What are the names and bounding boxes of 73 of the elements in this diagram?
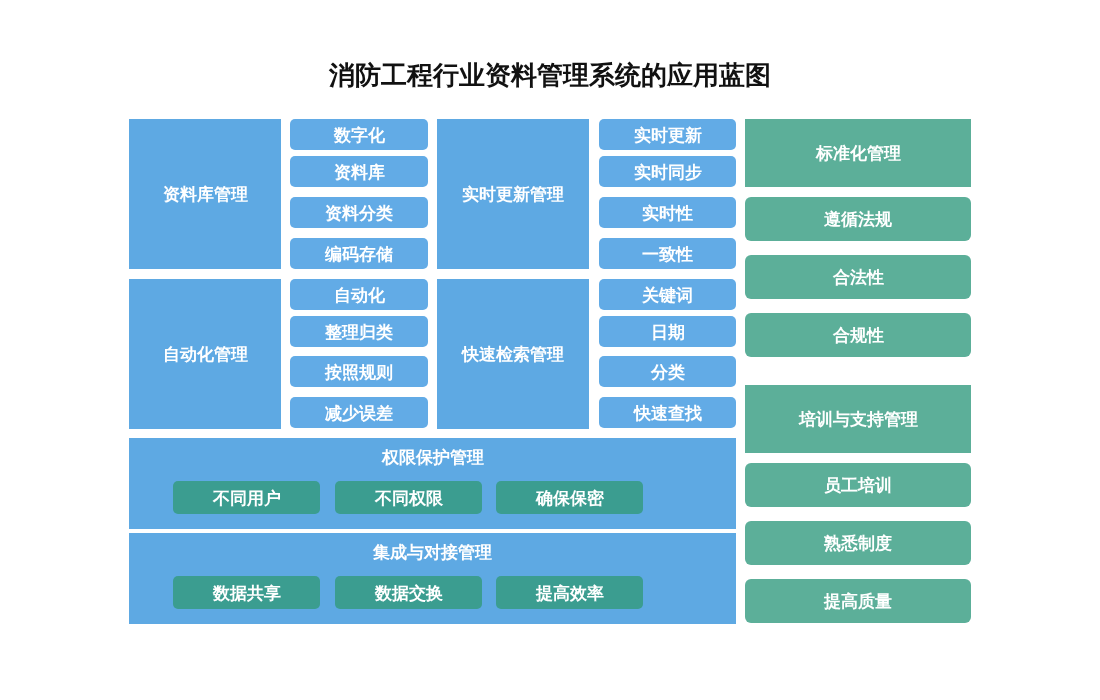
- feature-tag: [173, 576, 320, 609]
- feature-tag: [745, 521, 971, 565]
- label-text: 关键词: [641, 283, 694, 306]
- feature-tag: [290, 197, 428, 228]
- label-text: 快速查找: [632, 401, 703, 424]
- feature-tag: [173, 481, 320, 514]
- feature-tag: [290, 238, 428, 269]
- feature-tag: [599, 397, 736, 428]
- feature-tag: [335, 481, 482, 514]
- feature-tag: [496, 576, 643, 609]
- label-text: 不同用户: [211, 486, 282, 509]
- feature-tag: [290, 279, 428, 310]
- label-text: 资料分类: [324, 201, 394, 224]
- feature-tag: [599, 156, 736, 187]
- band-heading: 权限保护管理: [380, 446, 485, 469]
- label-text: 自动化管理: [161, 343, 249, 365]
- label-text: 熟悉制度: [823, 532, 893, 554]
- feature-tag: [290, 156, 428, 187]
- category-band: [129, 438, 736, 529]
- category-panel: [129, 119, 281, 269]
- label-text: 自动化: [332, 283, 386, 306]
- label-text: 实时更新管理: [461, 183, 565, 205]
- label-text: 减少误差: [324, 401, 394, 424]
- label-text: 数据共享: [211, 581, 282, 604]
- label-text: 资料库: [332, 160, 386, 183]
- category-panel: [437, 119, 589, 269]
- category-panel: [437, 279, 589, 429]
- feature-tag: [599, 356, 736, 387]
- label-text: 数据交换: [373, 581, 444, 604]
- label-text: 资料库管理: [161, 183, 249, 205]
- category-panel: [745, 385, 971, 453]
- feature-tag: [745, 255, 971, 299]
- label-text: 提高效率: [534, 581, 605, 604]
- feature-tag: [599, 119, 736, 150]
- feature-tag: [290, 316, 428, 347]
- label-text: 不同权限: [373, 486, 444, 509]
- label-text: 分类: [649, 360, 686, 383]
- label-text: 合法性: [831, 266, 885, 288]
- feature-tag: [745, 463, 971, 507]
- feature-tag: [745, 579, 971, 623]
- feature-tag: [496, 481, 643, 514]
- label-text: 日期: [649, 320, 686, 343]
- label-text: 实时同步: [632, 160, 703, 183]
- diagram-title: 消防工程行业资料管理系统的应用蓝图: [328, 59, 772, 92]
- label-text: 按照规则: [323, 360, 394, 383]
- label-text: 数字化: [332, 123, 386, 146]
- feature-tag: [599, 197, 736, 228]
- feature-tag: [335, 576, 482, 609]
- feature-tag: [290, 397, 428, 428]
- label-text: 培训与支持管理: [797, 408, 919, 430]
- category-panel: [745, 119, 971, 187]
- band-heading: 集成与对接管理: [372, 541, 493, 564]
- feature-tag: [599, 279, 736, 310]
- label-text: 实时更新: [632, 123, 703, 146]
- feature-tag: [290, 356, 428, 387]
- label-text: 提高质量: [822, 590, 893, 612]
- feature-tag: [599, 316, 736, 347]
- label-text: 实时性: [641, 201, 694, 224]
- label-text: 确保保密: [534, 486, 605, 509]
- feature-tag: [599, 238, 736, 269]
- label-text: 编码存储: [324, 242, 394, 265]
- label-text: 快速检索管理: [460, 343, 565, 365]
- label-text: 标准化管理: [814, 142, 902, 164]
- category-panel: [129, 279, 281, 429]
- category-band: [129, 533, 736, 624]
- feature-tag: [745, 313, 971, 357]
- label-text: 整理归类: [324, 320, 394, 343]
- feature-tag: [290, 119, 428, 150]
- label-text: 合规性: [831, 324, 885, 346]
- label-text: 遵循法规: [823, 208, 893, 230]
- feature-tag: [745, 197, 971, 241]
- label-text: 员工培训: [823, 474, 893, 496]
- label-text: 一致性: [641, 242, 694, 265]
